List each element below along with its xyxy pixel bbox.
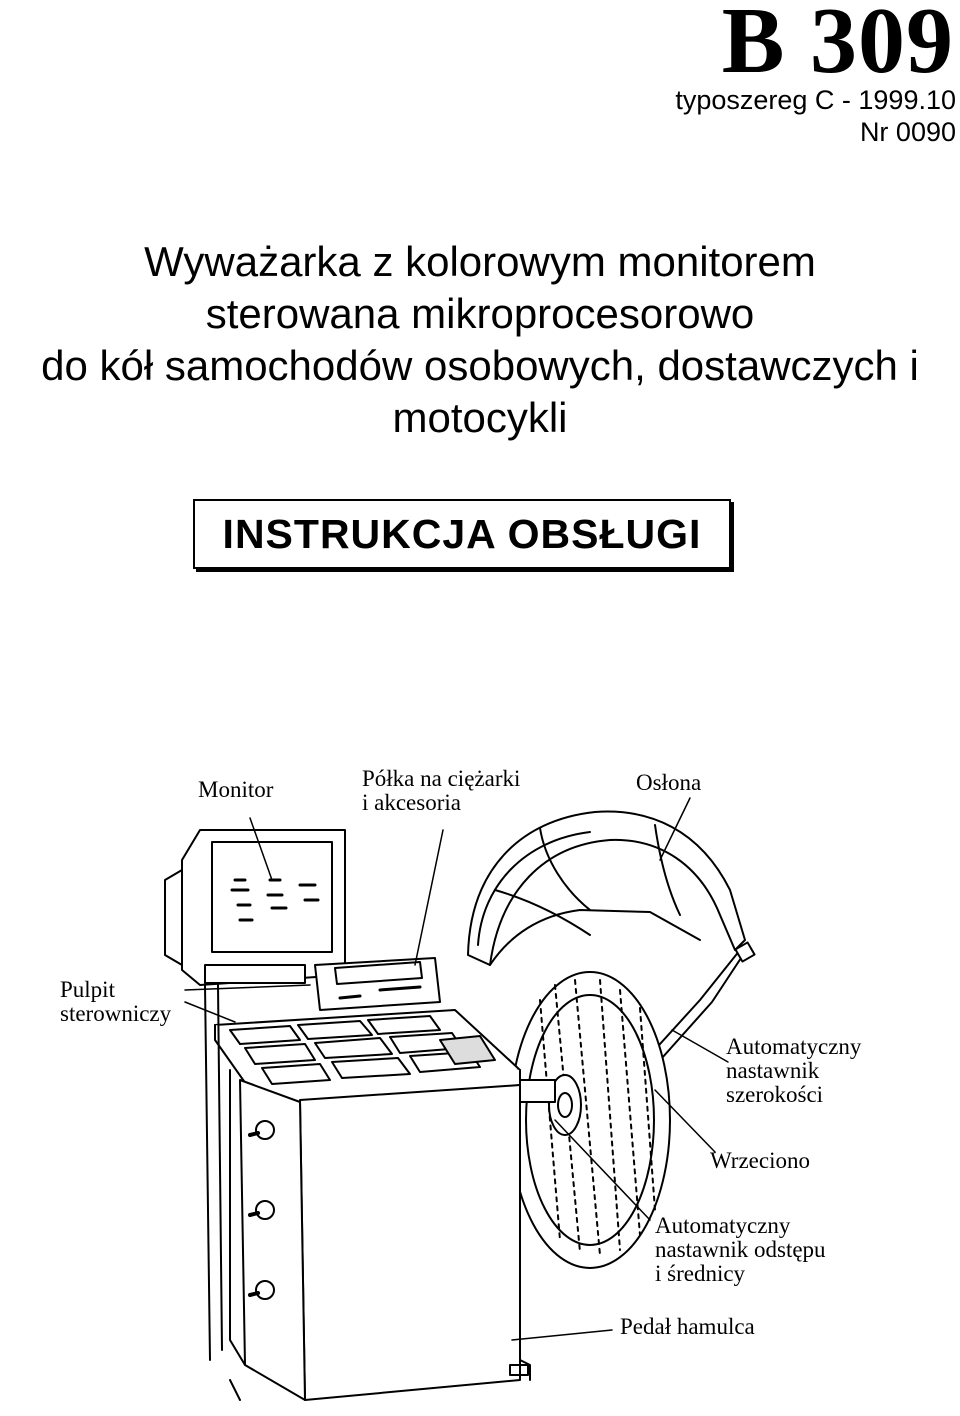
machine-diagram: Monitor Półka na ciężarki i akcesoria Os… bbox=[0, 740, 960, 1411]
label-guard: Osłona bbox=[636, 770, 702, 795]
manual-heading: INSTRUKCJA OBSŁUGI bbox=[222, 510, 702, 557]
label-width-line-2: nastawnik bbox=[726, 1058, 820, 1083]
label-dist-line-1: Automatyczny bbox=[655, 1213, 791, 1238]
label-shelf-line-2: i akcesoria bbox=[362, 790, 461, 815]
title-line-4: motocykli bbox=[392, 394, 568, 441]
wheel-guard bbox=[467, 810, 756, 1059]
leader-lines bbox=[184, 797, 729, 1341]
label-shelf-line-1: Półka na ciężarki bbox=[362, 766, 521, 791]
document-title: Wyważarka z kolorowym monitorem sterowan… bbox=[0, 236, 960, 444]
label-control-panel: Pulpit sterowniczy bbox=[60, 978, 171, 1026]
model-number: B 309 bbox=[721, 0, 954, 93]
label-brake-pedal: Pedał hamulca bbox=[620, 1314, 755, 1339]
machine-illustration bbox=[164, 797, 756, 1401]
manual-heading-box: INSTRUKCJA OBSŁUGI bbox=[193, 499, 731, 569]
label-panel-line-2: sterowniczy bbox=[60, 1001, 172, 1026]
title-line-3: do kół samochodów osobowych, dostawczych… bbox=[41, 342, 919, 389]
label-spindle: Wrzeciono bbox=[710, 1148, 810, 1173]
label-dist-line-2: nastawnik odstępu bbox=[655, 1237, 826, 1262]
label-dist-line-3: i średnicy bbox=[655, 1261, 746, 1286]
label-width-gauge: Automatyczny nastawnik szerokości bbox=[726, 1035, 861, 1107]
label-distance-gauge: Automatyczny nastawnik odstępu i średnic… bbox=[655, 1214, 826, 1286]
label-monitor: Monitor bbox=[198, 777, 274, 802]
title-line-1: Wyważarka z kolorowym monitorem bbox=[144, 238, 816, 285]
monitor-unit bbox=[164, 829, 346, 986]
wheel bbox=[509, 971, 671, 1269]
title-line-2: sterowana mikroprocesorowo bbox=[205, 290, 755, 337]
series-line: typoszereg C - 1999.10 bbox=[675, 85, 956, 115]
control-keypad bbox=[314, 957, 441, 1011]
label-shelf: Półka na ciężarki i akcesoria bbox=[362, 767, 520, 815]
cabinet bbox=[204, 984, 531, 1401]
label-panel-line-1: Pulpit bbox=[60, 977, 115, 1002]
label-width-line-1: Automatyczny bbox=[726, 1034, 862, 1059]
series-info: typoszereg C - 1999.10 Nr 0090 bbox=[675, 84, 956, 148]
serial-number: Nr 0090 bbox=[859, 117, 956, 147]
label-width-line-3: szerokości bbox=[726, 1082, 824, 1107]
